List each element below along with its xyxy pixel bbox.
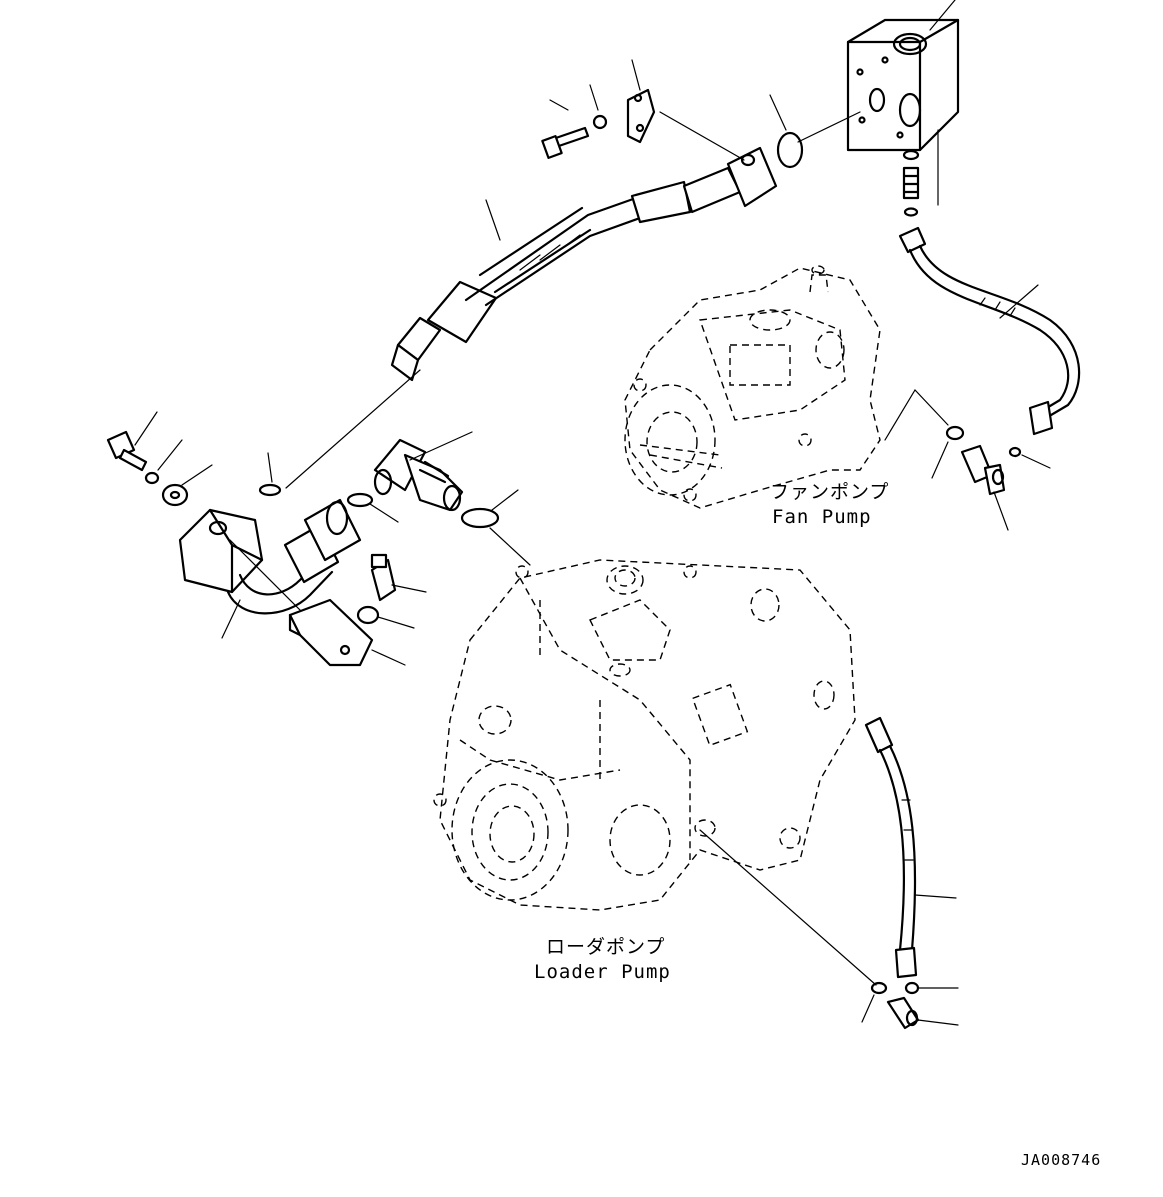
loader-pump-label-jp: ローダポンプ bbox=[546, 936, 666, 958]
upper-flange-hardware bbox=[541, 59, 861, 169]
figure-id: JA008746 bbox=[1021, 1151, 1102, 1169]
block-fitting bbox=[902, 129, 939, 217]
lower-left-hardware bbox=[106, 369, 421, 507]
loader-pump-hose bbox=[699, 716, 959, 1030]
fan-pump-elbow-fitting bbox=[884, 389, 1051, 531]
center-adapter bbox=[346, 431, 531, 566]
bracket-hardware bbox=[288, 553, 427, 667]
upper-hose bbox=[390, 146, 778, 382]
fan-pump-hose bbox=[898, 226, 1081, 436]
loader-pump-label-en: Loader Pump bbox=[534, 961, 671, 983]
fan-pump-label-en: Fan Pump bbox=[772, 506, 872, 528]
fan-pump-label-jp: ファンポンプ bbox=[770, 481, 890, 503]
fan-pump-body bbox=[624, 265, 881, 509]
valve-block bbox=[846, 0, 960, 152]
lower-tube-assembly bbox=[178, 498, 362, 641]
loader-pump-body bbox=[433, 559, 856, 911]
